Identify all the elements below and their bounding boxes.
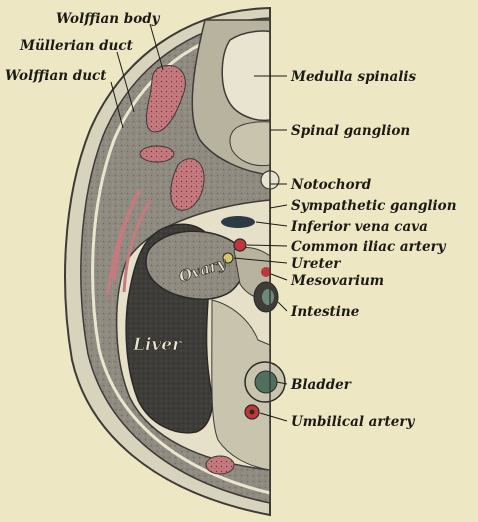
label-medulla-spinalis: Medulla spinalis bbox=[290, 69, 416, 85]
label-bladder: Bladder bbox=[290, 377, 352, 393]
label-umbilical-artery: Umbilical artery bbox=[291, 414, 415, 430]
bladder bbox=[255, 371, 277, 393]
section-body bbox=[65, 8, 285, 515]
label-wolffian-duct: Wolffian duct bbox=[5, 68, 107, 84]
label-common-iliac-artery: Common iliac artery bbox=[291, 239, 447, 255]
liver-label: Liver bbox=[132, 335, 182, 355]
label-ureter: Ureter bbox=[291, 256, 341, 272]
label-mullerian-duct: Müllerian duct bbox=[19, 38, 134, 54]
label-intestine: Intestine bbox=[290, 304, 360, 320]
mullerian-duct bbox=[140, 146, 174, 162]
wall-organ bbox=[206, 456, 234, 474]
intestine-lumen bbox=[262, 289, 274, 305]
label-sympathetic-ganglion: Sympathetic ganglion bbox=[291, 198, 457, 214]
sympathetic-ganglion bbox=[221, 216, 255, 228]
label-spinal-ganglion: Spinal ganglion bbox=[291, 123, 410, 139]
common-iliac-artery bbox=[234, 239, 246, 251]
label-mesovarium: Mesovarium bbox=[290, 273, 384, 289]
label-notochord: Notochord bbox=[290, 177, 372, 193]
label-inferior-vena-cava: Inferior vena cava bbox=[290, 219, 428, 235]
umbilical-artery-lumen bbox=[250, 410, 255, 415]
label-wolffian-body: Wolffian body bbox=[56, 11, 161, 27]
